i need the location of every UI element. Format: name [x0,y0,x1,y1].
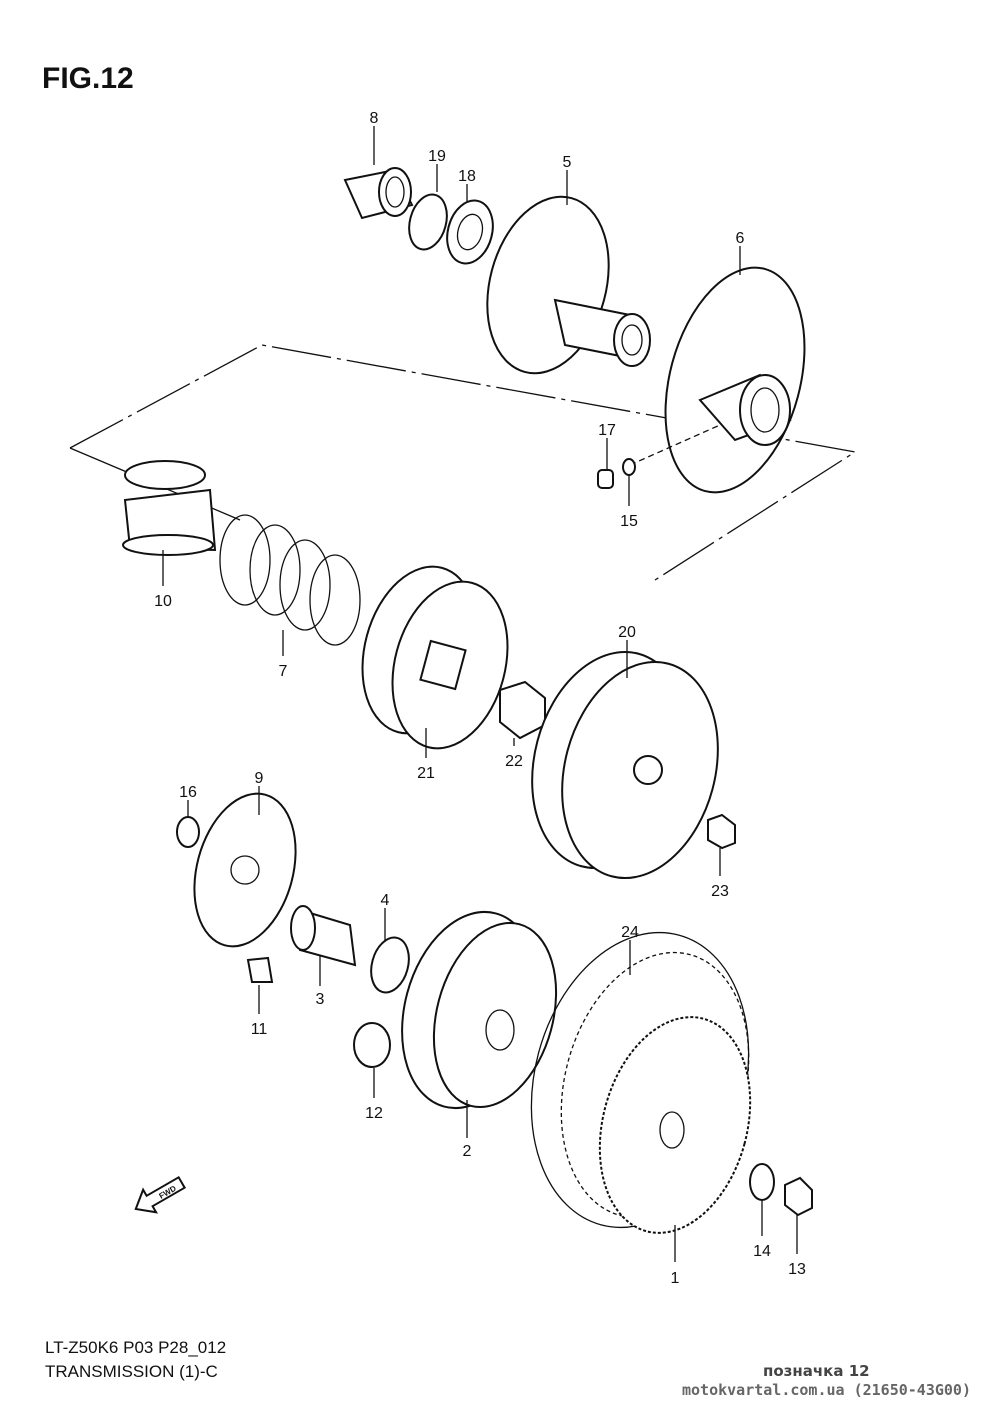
callout-19: 19 [428,148,446,165]
part-5-movable-drive-face[interactable] [469,183,651,387]
part-8-needle-bearing[interactable] [343,167,414,220]
callout-24: 24 [621,924,639,941]
callout-4: 4 [381,892,390,909]
assembly-axis [629,424,721,466]
callout-12: 12 [365,1105,383,1122]
callout-7: 7 [279,663,288,680]
callout-8: 8 [370,110,379,127]
part-11-slide-piece[interactable] [246,956,274,983]
callout-21: 21 [417,765,435,782]
part-20-clutch-housing[interactable] [509,634,741,895]
callout-22: 22 [505,753,523,770]
callout-labels: 1 2 3 4 5 6 7 8 9 10 11 12 13 14 15 16 1… [154,110,806,1287]
callout-15: 15 [620,513,638,530]
part-10-collar[interactable] [122,460,217,556]
callout-1: 1 [671,1270,680,1287]
part-1-driven-gear[interactable] [577,1000,773,1250]
figure-title: FIG.12 [42,62,134,95]
leader-lines [162,126,798,1262]
callout-18: 18 [458,168,476,185]
mark-label: позначка 12 [763,1362,870,1380]
callout-2: 2 [463,1143,472,1160]
part-7-spring[interactable] [219,514,361,646]
part-13-nut[interactable] [784,1176,813,1217]
part-19-circlip[interactable] [403,190,452,253]
callout-3: 3 [316,991,325,1008]
callout-13: 13 [788,1261,806,1278]
part-16-washer[interactable] [176,816,200,848]
part-12-roller[interactable] [353,1022,391,1068]
fwd-arrow-icon: FWD [134,1175,187,1214]
callout-20: 20 [618,624,636,641]
part-6-drive-plate[interactable] [642,252,827,508]
callout-10: 10 [154,593,172,610]
assembly-outline [69,344,857,581]
callout-14: 14 [753,1243,771,1260]
callout-5: 5 [563,154,572,171]
part-4-spacer[interactable] [365,933,414,996]
part-9-ramp-plate[interactable] [178,782,311,958]
callout-6: 6 [736,230,745,247]
part-3-sleeve[interactable] [290,905,357,967]
callout-16: 16 [179,784,197,801]
callout-23: 23 [711,883,729,900]
callout-9: 9 [255,770,264,787]
part-23-nut[interactable] [707,813,736,850]
part-21-clutch-shoe-assy[interactable] [345,554,525,762]
site-watermark: motokvartal.com.ua (21650-43G00) [682,1381,971,1399]
model-code: LT-Z50K6 P03 P28_012 [45,1338,227,1357]
part-17-pin[interactable] [597,469,614,489]
part-14-washer[interactable] [749,1163,775,1201]
part-18-bearing[interactable] [440,195,499,268]
callout-11: 11 [251,1021,268,1038]
part-15-washer[interactable] [622,458,636,476]
part-22-nut[interactable] [499,680,546,740]
part-2-movable-driven-face[interactable] [381,897,575,1124]
section-title: TRANSMISSION (1)-C [45,1362,218,1381]
callout-17: 17 [598,422,616,439]
